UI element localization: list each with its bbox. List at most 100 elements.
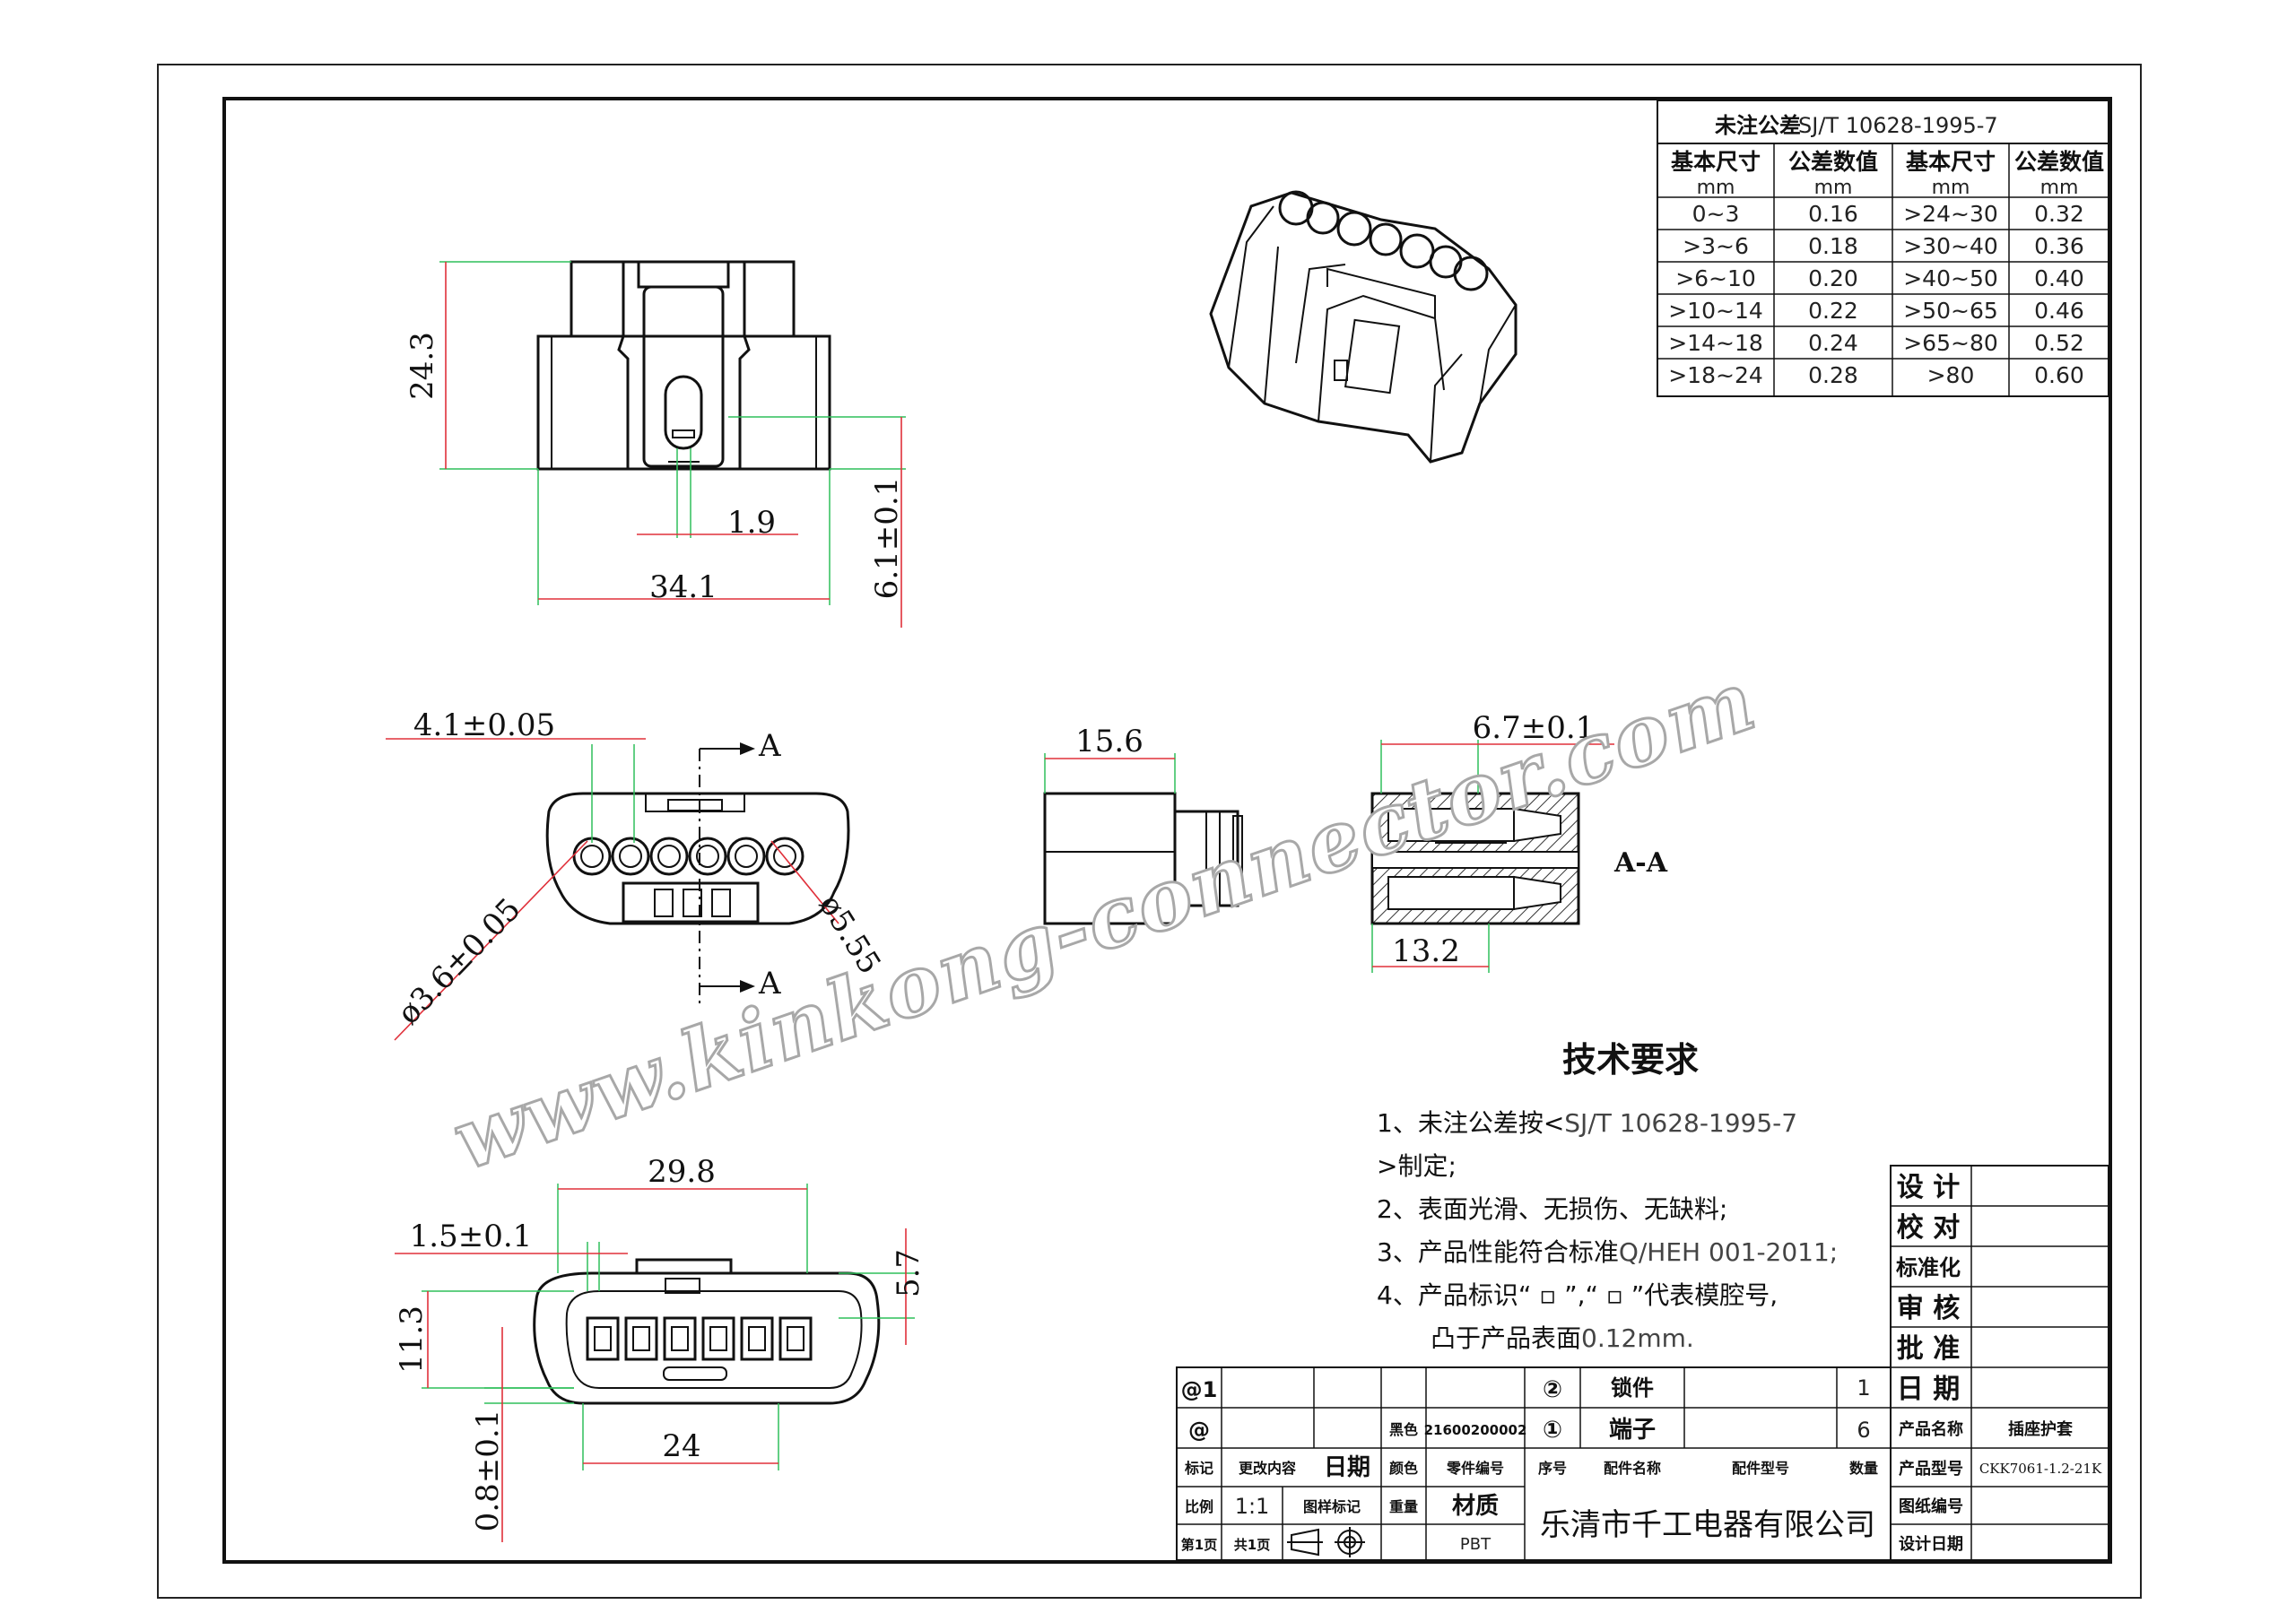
back-view — [533, 1258, 881, 1405]
back-slot — [624, 1316, 658, 1361]
header-name: 配件名称 — [1604, 1460, 1661, 1477]
requirement-3: 3、产品性能符合标准Q/HEH 001-2011; — [1377, 1237, 1838, 1267]
tolerance-cell: 0.40 — [2034, 265, 2084, 291]
dim-top-right: 6.1±0.1 — [869, 477, 905, 600]
tolerance-cell: >3~6 — [1683, 233, 1749, 259]
cavity-inner — [657, 845, 681, 868]
tolerance-unit: mm — [2040, 177, 2079, 199]
bom-qty-1: 6 — [1857, 1418, 1870, 1443]
inner-border — [222, 97, 2112, 1564]
back-slot-inner — [709, 1326, 727, 1351]
back-slot — [663, 1316, 697, 1361]
cavity-outer — [649, 837, 689, 876]
tolerance-cell: 0.46 — [2034, 298, 2084, 324]
requirement-1b: SJ/T 10628-1995-7 — [1564, 1108, 1797, 1138]
weight-label: 重量 — [1389, 1498, 1418, 1515]
cavity-inner — [580, 845, 604, 868]
dim-back-inner: 24 — [662, 1428, 700, 1464]
section-view: 6.7±0.1 13.2 A-A — [1370, 710, 1668, 973]
product-model: CKK7061-1.2-21K — [1979, 1461, 2102, 1477]
header-mark: 标记 — [1184, 1460, 1213, 1477]
tolerance-cell: >30~40 — [1903, 233, 1998, 259]
tolerance-cell: >80 — [1927, 362, 1975, 388]
tolerance-cell: 0~3 — [1692, 201, 1740, 227]
scale-value: 1:1 — [1235, 1494, 1270, 1519]
page-total: 共1页 — [1234, 1537, 1270, 1553]
requirement-5a: 凸于产品表面 — [1431, 1323, 1581, 1353]
tolerance-cell: 0.24 — [1808, 330, 1858, 356]
color-label: 黑色 — [1389, 1421, 1418, 1438]
bom-no-1: ① — [1543, 1417, 1562, 1444]
front-view — [545, 792, 850, 925]
tolerance-cell: >10~14 — [1668, 298, 1763, 324]
tolerance-unit: mm — [1814, 177, 1853, 199]
header-model: 配件型号 — [1732, 1460, 1789, 1477]
tolerance-standard: SJ/T 10628-1995-7 — [1798, 113, 1998, 138]
tolerance-unit: mm — [1932, 177, 1970, 199]
dim-back-rib: 1.5±0.1 — [410, 1219, 533, 1254]
requirement-1a: 1、未注公差按< — [1377, 1108, 1564, 1138]
requirement-3b: Q/HEH 001-2011; — [1619, 1237, 1838, 1267]
product-name: 插座护套 — [2008, 1419, 2073, 1439]
dim-back-width: 29.8 — [648, 1154, 716, 1190]
approval-date: 日 期 — [1897, 1374, 1960, 1405]
tolerance-cell: >6~10 — [1675, 265, 1756, 291]
design-date-label: 设计日期 — [1899, 1534, 1963, 1554]
header-partno: 零件编号 — [1446, 1460, 1504, 1477]
dim-height-top: 24.3 — [404, 332, 440, 400]
approval-review: 审 核 — [1897, 1293, 1960, 1324]
sample-mark-label: 图样标记 — [1303, 1498, 1361, 1515]
technical-requirements: 技术要求 1、未注公差按<SJ/T 10628-1995-7 >制定; 2、表面… — [1377, 1040, 1838, 1353]
back-view-dimensions: 29.8 1.5±0.1 5.7 11.3 24 0.8±0.1 — [394, 1154, 926, 1542]
rev-mark-2: @ — [1188, 1418, 1210, 1443]
header-seq: 序号 — [1538, 1460, 1567, 1477]
product-model-label: 产品型号 — [1899, 1459, 1963, 1479]
dim-section-top: 6.7±0.1 — [1473, 710, 1596, 746]
tolerance-header: 公差数值 — [2014, 149, 2104, 175]
rev-mark-1: @1 — [1181, 1377, 1218, 1402]
back-slot-inner — [632, 1326, 650, 1351]
tolerance-cell: 0.18 — [1808, 233, 1858, 259]
bom-name-2: 锁件 — [1611, 1375, 1654, 1401]
dim-side-depth: 15.6 — [1075, 724, 1144, 759]
part-code: 21600200002 — [1424, 1422, 1527, 1438]
isometric-view — [1209, 190, 1518, 464]
top-view — [536, 260, 831, 471]
dim-pitch: 4.1±0.05 — [413, 707, 555, 743]
tolerance-cell: >24~30 — [1903, 201, 1998, 227]
header-change: 更改内容 — [1239, 1460, 1296, 1477]
back-slot-inner — [594, 1326, 612, 1351]
title-block: 设 计 校 对 标准化 审 核 批 准 日 期 产品名称 插座护套 产品型号 C… — [1176, 1165, 2109, 1561]
back-slot-inner — [748, 1326, 766, 1351]
requirement-3a: 3、产品性能符合标准 — [1377, 1237, 1619, 1267]
cavity-inner — [773, 845, 796, 868]
outer-border — [157, 64, 2142, 1599]
cavity-outer — [572, 837, 612, 876]
tolerance-cell: 0.28 — [1808, 362, 1858, 388]
back-slot-inner — [671, 1326, 689, 1351]
bom-qty-2: 1 — [1857, 1375, 1870, 1401]
requirement-5b: 0.12mm. — [1581, 1323, 1694, 1353]
dim-hole-diameter: ø3.6±0.05 — [391, 891, 528, 1031]
back-slot — [701, 1316, 735, 1361]
dim-section-bottom: 13.2 — [1392, 933, 1460, 969]
back-slot — [778, 1316, 813, 1361]
page-number: 第1页 — [1181, 1537, 1217, 1553]
scale-label: 比例 — [1185, 1498, 1213, 1515]
header-date: 日期 — [1324, 1454, 1370, 1481]
tolerance-cell: 0.36 — [2034, 233, 2084, 259]
tolerance-header: 公差数值 — [1788, 149, 1878, 175]
bom-name-1: 端子 — [1609, 1417, 1656, 1444]
dim-slot-width: 1.9 — [727, 505, 776, 541]
cavity-inner — [619, 845, 642, 868]
approval-design: 设 计 — [1897, 1172, 1960, 1203]
requirement-4: 4、产品标识“ ▫ ”,“ ▫ ”代表模腔号, — [1377, 1280, 1778, 1310]
header-color: 颜色 — [1389, 1460, 1418, 1477]
material-label: 材质 — [1452, 1493, 1499, 1520]
header-qty: 数量 — [1849, 1460, 1878, 1477]
tolerance-cell: 0.60 — [2034, 362, 2084, 388]
tolerance-unit: mm — [1697, 177, 1735, 199]
requirements-title: 技术要求 — [1562, 1040, 1699, 1080]
requirement-5: 凸于产品表面0.12mm. — [1431, 1323, 1694, 1353]
